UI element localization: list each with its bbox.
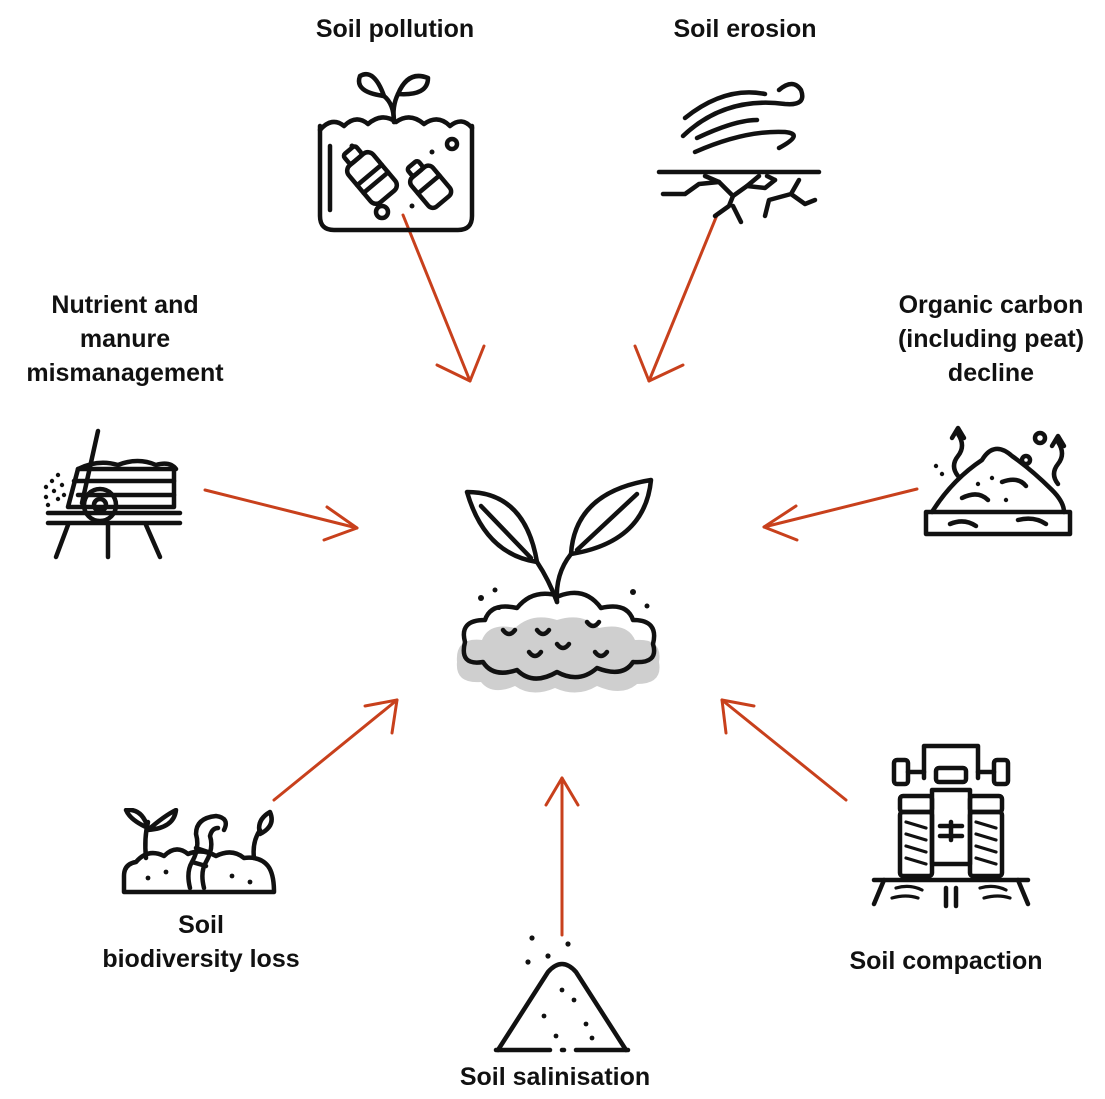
carbon-decline-icon <box>923 425 1073 537</box>
label-soil-salinisation: Soil salinisation <box>459 1063 651 1091</box>
label-soil-pollution: Soil pollution <box>315 15 475 43</box>
sprout-soil-icon <box>456 477 660 693</box>
arrow-compaction <box>720 698 848 802</box>
biodiversity-loss-icon <box>121 808 277 895</box>
label-soil-erosion: Soil erosion <box>673 15 817 43</box>
arrow-salinisation <box>544 776 580 937</box>
salt-pile-icon <box>493 935 631 1053</box>
label-organic-carbon: Organic carbon (including peat) decline <box>897 291 1085 387</box>
right-leaf <box>568 477 654 557</box>
left-leaf <box>464 489 540 565</box>
arrow-nutrient <box>203 488 359 542</box>
tractor-compaction-icon <box>871 743 1031 909</box>
arrow-pollution <box>401 213 486 383</box>
label-soil-compaction: Soil compaction <box>849 947 1043 975</box>
soil-pollution-icon <box>317 72 475 233</box>
label-biodiversity-loss: Soil biodiversity loss <box>102 911 300 973</box>
arrow-biodiversity <box>272 698 399 802</box>
soil-erosion-icon <box>656 81 822 225</box>
label-nutrient-manure: Nutrient and manure mismanagement <box>26 291 224 387</box>
manure-spreader-icon <box>43 428 183 560</box>
arrow-carbon <box>762 487 919 542</box>
soil-mound <box>461 590 657 681</box>
soil-shadow <box>456 617 660 693</box>
arrow-erosion <box>633 213 719 383</box>
